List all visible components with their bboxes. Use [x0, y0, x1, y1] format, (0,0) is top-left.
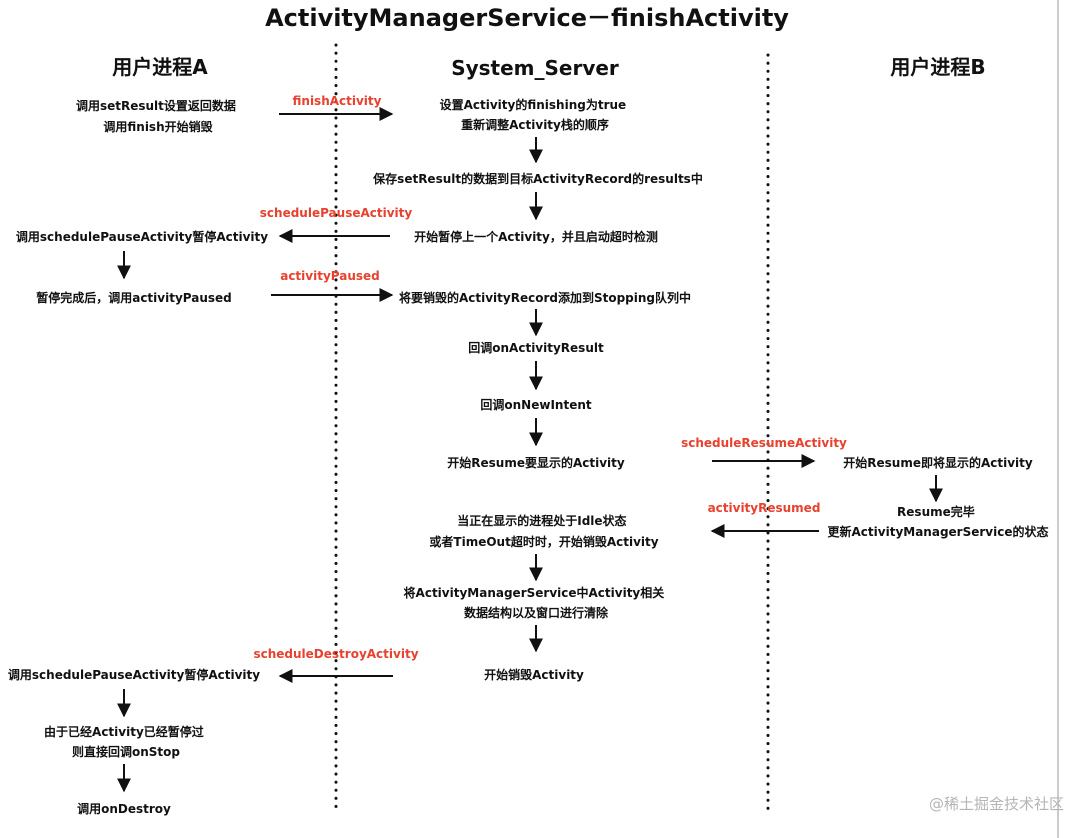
call-label-schedule-pause: schedulePauseActivity	[260, 206, 413, 220]
column-header-process-a: 用户进程A	[112, 55, 208, 79]
step-call-schedule-pause-2: 调用schedulePauseActivity暂停Activity	[8, 667, 260, 682]
call-label-schedule-destroy: scheduleDestroyActivity	[253, 647, 418, 661]
step-set-finishing-true: 设置Activity的finishing为true 重新调整Activity栈的…	[440, 97, 631, 132]
call-label-schedule-resume: scheduleResumeActivity	[681, 436, 847, 450]
step-pause-done-call-paused: 暂停完成后，调用activityPaused	[36, 290, 232, 305]
step-add-to-stopping-queue: 将要销毁的ActivityRecord添加到Stopping队列中	[399, 290, 691, 305]
step-save-result-data: 保存setResult的数据到目标ActivityRecord的results中	[372, 171, 703, 186]
call-label-activity-resumed: activityResumed	[708, 501, 821, 515]
step-already-paused-on-stop: 由于已经Activity已经暂停过 则直接回调onStop	[44, 724, 208, 759]
step-b-resume-complete: Resume完毕 更新ActivityManagerService的状态	[828, 504, 1049, 539]
step-call-on-destroy: 调用onDestroy	[77, 802, 171, 816]
step-pause-previous-activity: 开始暂停上一个Activity，并且启动超时检测	[414, 229, 658, 244]
column-header-process-b: 用户进程B	[890, 55, 985, 79]
step-on-new-intent: 回调onNewIntent	[480, 398, 591, 412]
step-start-resume-target: 开始Resume要显示的Activity	[447, 455, 625, 470]
step-begin-destroy: 开始销毁Activity	[484, 667, 584, 682]
step-on-activity-result: 回调onActivityResult	[468, 341, 604, 355]
step-idle-or-timeout-destroy: 当正在显示的进程处于Idle状态 或者TimeOut超时时，开始销毁Activi…	[429, 513, 658, 549]
call-label-activity-paused: activityPaused	[280, 269, 380, 283]
diagram-title: ActivityManagerService－finishActivity	[265, 4, 789, 32]
step-b-start-resume: 开始Resume即将显示的Activity	[843, 455, 1033, 470]
step-cleanup-structures: 将ActivityManagerService中Activity相关 数据结构以…	[404, 585, 669, 620]
step-call-schedule-pause: 调用schedulePauseActivity暂停Activity	[16, 229, 268, 244]
column-header-system-server: System_Server	[451, 56, 619, 80]
step-set-result-finish: 调用setResult设置返回数据 调用finish开始销毁	[76, 98, 240, 134]
call-label-finish-activity: finishActivity	[293, 94, 382, 108]
watermark: @稀土掘金技术社区	[929, 795, 1064, 813]
